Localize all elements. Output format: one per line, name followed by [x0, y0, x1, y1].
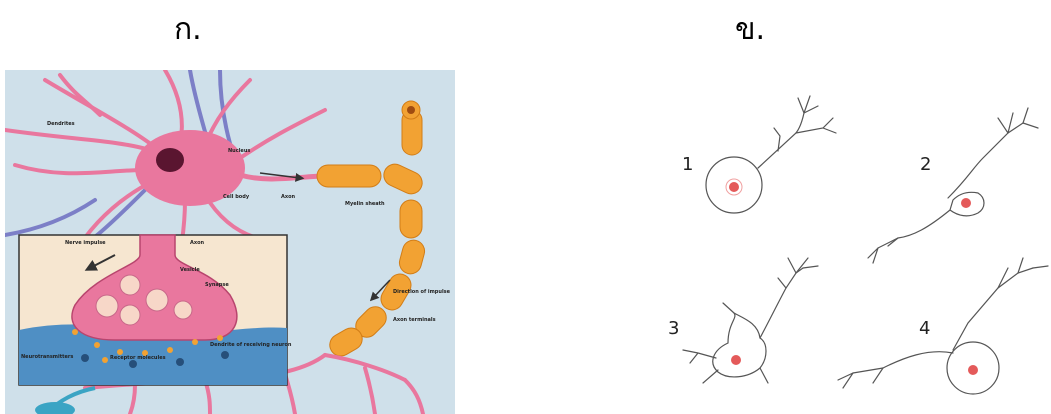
number-2: 2: [920, 154, 931, 175]
neuron-3-nucleus: [731, 355, 741, 365]
neuron-4: [838, 258, 1048, 394]
label-nucleus: Nucleus: [228, 148, 250, 154]
neuron-3: [683, 258, 818, 383]
label-direction-of-impulse: Direction of impulse: [393, 289, 451, 295]
label-axon-inset: Axon: [190, 240, 205, 246]
label-myelin-sheath: Myelin sheath: [345, 201, 385, 207]
neuron-types-drawing: 1 2 3 4: [668, 88, 1051, 414]
heading-a: ก.: [174, 6, 202, 53]
number-1: 1: [682, 154, 693, 175]
label-cell-body: Cell body: [223, 194, 250, 200]
neuron-4-nucleus: [968, 365, 978, 375]
label-synapse: Synapse: [205, 282, 229, 288]
neuron-1: [706, 96, 836, 213]
neuron-anatomy-illustration: Dendrites Nucleus Cell body Axon Myelin …: [5, 70, 455, 414]
neuron-2: [868, 108, 1038, 263]
label-axon-terminals: Axon terminals: [393, 317, 436, 323]
label-neurotransmitters: Neurotransmitters: [21, 354, 73, 360]
label-dendrites: Dendrites: [47, 121, 75, 127]
label-axon: Axon: [281, 194, 296, 200]
neuron-2-nucleus: [961, 198, 971, 208]
synapse-inset: [19, 235, 287, 385]
label-nerve-impulse: Nerve impulse: [65, 240, 106, 246]
nucleus: [156, 148, 184, 172]
label-receptor-molecules: Receptor molecules: [110, 355, 166, 361]
heading-b: ข.: [735, 6, 765, 53]
label-vesicle: Vesicle: [180, 267, 200, 273]
number-4: 4: [919, 318, 930, 339]
neuron-1-nucleus: [729, 182, 739, 192]
label-dendrite-receiving: Dendrite of receiving neuron: [210, 342, 292, 348]
upper-node: [407, 106, 415, 114]
number-3: 3: [668, 318, 679, 339]
